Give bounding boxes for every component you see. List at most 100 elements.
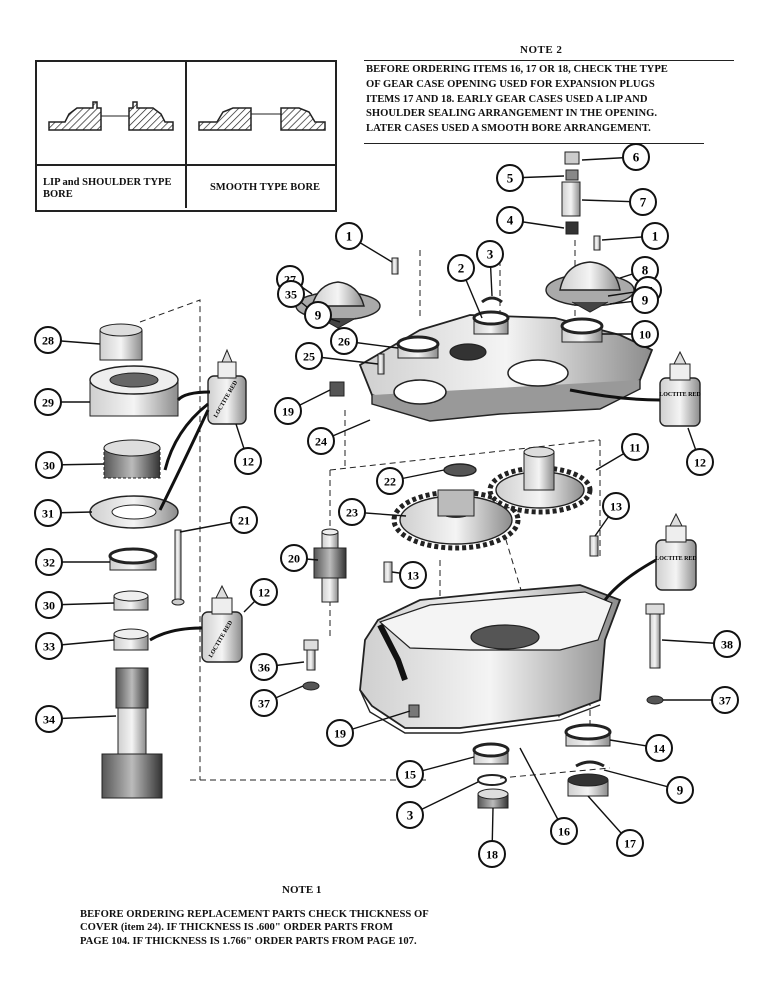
callout-number: 26: [338, 335, 350, 349]
callout-number: 30: [43, 459, 55, 473]
expansion-plug-part-17: [567, 773, 609, 797]
loctite-bottle-part-12: LOCTITE RED: [655, 512, 697, 591]
callout-number: 13: [610, 500, 622, 514]
callout-part-9: 9: [603, 769, 694, 804]
callout-circle: [622, 143, 650, 171]
callout-group: 657411238277A359910282625291924121211302…: [34, 143, 741, 868]
callout-part-5: 5: [496, 164, 565, 192]
callout-part-33: 33: [35, 632, 115, 660]
callout-part-34: 34: [35, 705, 117, 733]
callout-number: 36: [258, 661, 270, 675]
callout-number: 19: [282, 405, 294, 419]
bushing-part-33: [113, 628, 149, 651]
table-divider-horizontal: [37, 164, 335, 166]
fitting-part-6: [564, 151, 580, 165]
callout-part-9: 9: [304, 301, 341, 329]
callout-part-19: 19: [326, 710, 411, 747]
callout-number: 9: [642, 293, 649, 308]
callout-number: 12: [258, 586, 270, 600]
bolt-part-1: [593, 235, 601, 251]
callout-circle: [335, 222, 363, 250]
callout-part-17: 17: [587, 795, 644, 857]
bearing-part-10: [560, 317, 604, 343]
pinion-part-20: [313, 528, 347, 603]
callout-circle: [280, 544, 308, 572]
callout-circle: [602, 492, 630, 520]
callout-part-22: 22: [376, 467, 445, 495]
callout-part-11: 11: [595, 433, 649, 471]
bolt-part-21: [171, 529, 185, 606]
callout-number: 35: [285, 288, 297, 302]
snap-ring-part-3: [481, 296, 503, 304]
callout-part-23: 23: [338, 498, 407, 526]
callout-circle: [399, 561, 427, 589]
callout-number: 33: [43, 640, 55, 654]
callout-number: 14: [653, 742, 665, 756]
callout-number: 31: [42, 507, 54, 521]
callout-part-12: 12: [686, 427, 714, 476]
callout-circle: [478, 840, 506, 868]
callout-circle: [295, 342, 323, 370]
callout-part-1: 1: [601, 222, 669, 250]
callout-circle: [631, 320, 659, 348]
callout-number: 30: [43, 599, 55, 613]
snap-ring-part-9: [575, 760, 605, 768]
callout-part-9: 9: [609, 286, 659, 314]
callout-part-16: 16: [519, 747, 578, 845]
callout-part-36: 36: [250, 653, 305, 681]
callout-number: 20: [288, 552, 300, 566]
callout-circle: [496, 164, 524, 192]
note-2-body: BEFORE ORDERING ITEMS 16, 17 OR 18, CHEC…: [366, 63, 738, 137]
callout-part-15: 15: [396, 756, 475, 788]
callout-part-35: 35: [277, 280, 319, 317]
callout-number: 12: [242, 455, 254, 469]
callout-circle: [35, 451, 63, 479]
callout-circle: [686, 448, 714, 476]
retainer-part-8: [545, 261, 635, 313]
callout-part-7: 7: [581, 188, 657, 216]
ring-part-30: [113, 590, 149, 611]
housing-part-29: [89, 365, 179, 417]
callout-number: 15: [404, 768, 416, 782]
callout-part-19: 19: [274, 389, 331, 425]
nut-part-5: [565, 169, 579, 181]
note-1-title: NOTE 1: [282, 884, 322, 896]
callout-part-12: 12: [243, 578, 278, 613]
callout-circle: [338, 498, 366, 526]
callout-number: 12: [694, 456, 706, 470]
bottle-label: LOCTITE RED: [655, 556, 697, 562]
gear-part-11: [487, 446, 593, 515]
note-2-top-rule: [364, 60, 734, 61]
callout-circle: [250, 653, 278, 681]
callout-circle: [35, 591, 63, 619]
callout-number: 3: [407, 808, 414, 823]
sleeve-part-7: [561, 181, 581, 217]
callout-circle: [277, 280, 305, 308]
bearing-part-2: [472, 310, 510, 335]
callout-part-28: 28: [34, 326, 101, 354]
note-2-line: OF GEAR CASE OPENING USED FOR EXPANSION …: [366, 78, 655, 90]
callout-circle: [307, 427, 335, 455]
table-divider-vertical: [185, 62, 187, 208]
callout-number: 3: [487, 247, 494, 262]
callout-number: 38: [721, 638, 733, 652]
callout-part-26: 26: [330, 327, 399, 355]
callout-number: 28: [42, 334, 54, 348]
callout-part-29: 29: [34, 388, 90, 416]
callout-part-12: 12: [234, 423, 262, 475]
callout-circle: [250, 578, 278, 606]
callout-number: 10: [639, 328, 651, 342]
bolt-part-25: [377, 353, 385, 375]
loctite-application-lines: [149, 388, 661, 642]
note-2-title: NOTE 2: [520, 44, 563, 56]
bolt-part-36: [303, 639, 319, 671]
callout-number: 4: [507, 213, 514, 228]
callout-number: 6: [633, 150, 640, 165]
smooth-bore-label: SMOOTH TYPE BORE: [209, 182, 321, 193]
callout-circle: [35, 632, 63, 660]
callout-part-14: 14: [609, 734, 673, 762]
fitting-part-4: [565, 221, 579, 235]
callout-number: 22: [384, 475, 396, 489]
callout-number: 9: [315, 308, 322, 323]
